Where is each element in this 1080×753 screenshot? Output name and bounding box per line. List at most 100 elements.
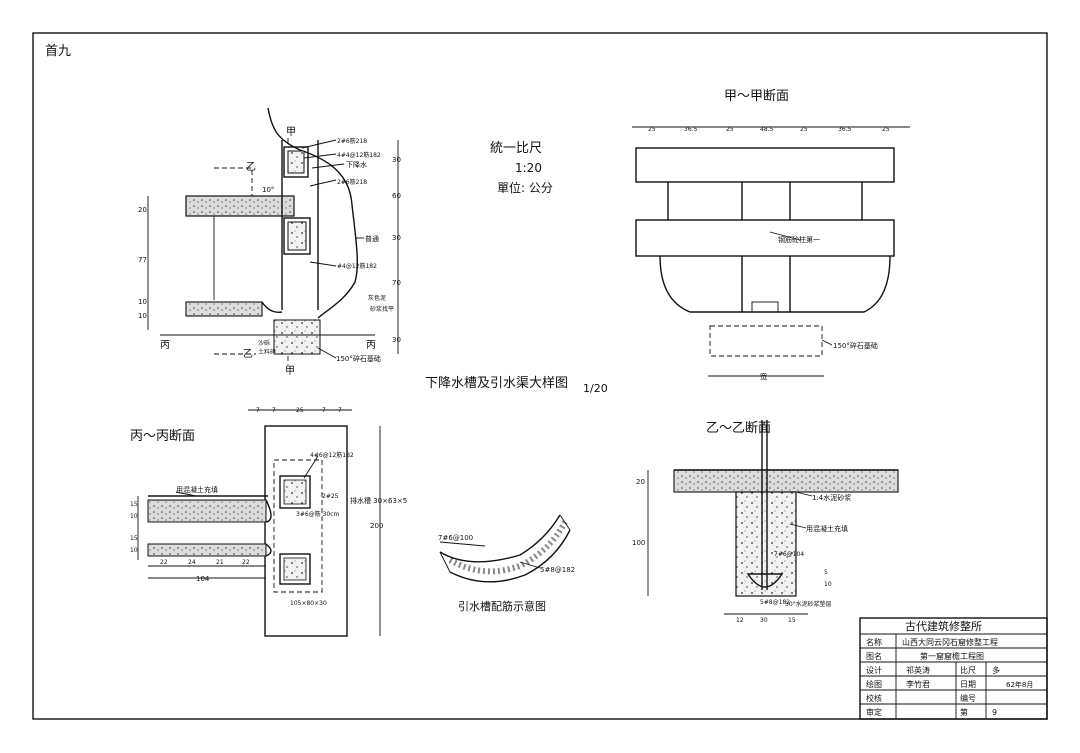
section-jia-title: 甲〜甲断面 bbox=[724, 89, 789, 104]
scale-line1: 統一比尺 bbox=[490, 141, 542, 156]
label-lime-left: 沙砾 bbox=[258, 339, 270, 347]
dim-left-0: 20 bbox=[138, 206, 147, 214]
bing-concrete: 用混凝土充填 bbox=[176, 485, 218, 494]
scale-line3: 單位: 公分 bbox=[497, 180, 553, 195]
bing-top-dim-4: 7 bbox=[338, 407, 342, 414]
bing-side-3: 10 bbox=[130, 547, 138, 554]
tb-v-0: 山西大同云冈石窟修整工程 bbox=[902, 637, 998, 647]
label-yi-bottom: 乙 bbox=[243, 348, 253, 360]
tb-k2-3: 日期 bbox=[960, 680, 976, 689]
label-rebar-mid: 4#4@12筋182 bbox=[337, 151, 381, 159]
jia-bottom-dim: 宽 bbox=[760, 372, 767, 381]
tb-k-5: 审定 bbox=[866, 707, 882, 717]
yi-mortar: 1:4水泥砂浆 bbox=[812, 493, 851, 502]
main-detail-title: 下降水槽及引水渠大样图 bbox=[425, 376, 568, 391]
label-rebar-side: 2#6筋218 bbox=[337, 178, 367, 186]
scale-note: 統一比尺 1:20 單位: 公分 bbox=[490, 141, 553, 195]
bing-side-0: 15 bbox=[130, 501, 138, 508]
jia-dim-5: 36.5 bbox=[838, 126, 852, 133]
jia-dim-4: 25 bbox=[800, 126, 808, 133]
bing-base: 105×80×30 bbox=[290, 600, 327, 607]
jia-dim-0: 25 bbox=[648, 126, 656, 133]
section-bing-title: 丙〜丙断面 bbox=[130, 429, 195, 444]
tb-k-1: 图名 bbox=[866, 651, 882, 661]
yi-dim-right-1: 10 bbox=[824, 581, 832, 588]
dim-right-2: 30 bbox=[392, 234, 401, 242]
yi-dim-left-1: 100 bbox=[632, 539, 645, 547]
label-mortar: 普通 bbox=[365, 234, 379, 243]
tb-v2-3: 62年8月 bbox=[1006, 680, 1033, 689]
main-detail: 甲 甲 乙 乙 丙 丙 10° 2#6筋218 4#4@12筋182 下降水 2… bbox=[138, 107, 401, 377]
tb-k2-2: 比尺 bbox=[960, 665, 976, 675]
sheet-border bbox=[32, 32, 1048, 720]
yi-rebar2: 5#8@182 bbox=[760, 599, 790, 606]
yi-dim-right-0: 5 bbox=[824, 569, 828, 576]
tb-v2-5: 9 bbox=[992, 708, 997, 717]
main-detail-scale: 1/20 bbox=[583, 382, 608, 395]
label-yi-top: 乙 bbox=[246, 161, 256, 173]
gutter-rebar-a: 7#6@100 bbox=[438, 534, 473, 542]
label-jia-top: 甲 bbox=[286, 127, 296, 138]
label-drain-pipe: 下降水 bbox=[346, 160, 367, 169]
dim-right-4: 30 bbox=[392, 336, 401, 344]
title-block-header: 古代建筑修整所 bbox=[905, 619, 982, 633]
dim-right-0: 30 bbox=[392, 156, 401, 164]
label-seal2: 砂浆找平 bbox=[370, 305, 394, 313]
yi-dim-bottom-1: 30 bbox=[760, 617, 768, 624]
section-yi: 乙〜乙断面 1:4水泥砂浆 用混凝土充填 7#6@104 5#8@182 30°… bbox=[632, 420, 899, 624]
bing-height: 200 bbox=[370, 522, 383, 530]
tb-k-2: 设计 bbox=[866, 665, 882, 675]
dim-right-1: 60 bbox=[392, 192, 401, 200]
section-bing: 丙〜丙断面 7 7 25 7 7 用混凝土充填 4#6@12筋182 2#25 … bbox=[130, 407, 407, 637]
yi-fill: 用混凝土充填 bbox=[806, 524, 848, 533]
jia-gravel: 150°碎石基础 bbox=[833, 341, 878, 350]
tb-k2-5: 第 bbox=[960, 707, 968, 717]
bing-post: 排水槽 30×63×5 bbox=[350, 496, 407, 505]
tb-v-1: 第一窟窟檐工程图 bbox=[920, 651, 984, 661]
bing-bottom-3: 22 bbox=[242, 559, 250, 566]
label-bing-right: 丙 bbox=[366, 340, 376, 351]
tb-k-4: 校核 bbox=[866, 693, 882, 703]
gutter-rebar-b: 5#8@182 bbox=[540, 566, 575, 574]
yi-rebar: 7#6@104 bbox=[774, 551, 804, 558]
bing-top-dim-1: 7 bbox=[272, 407, 276, 414]
yi-dim-bottom-0: 12 bbox=[736, 617, 744, 624]
bing-bottom-0: 22 bbox=[160, 559, 168, 566]
jia-dim-3: 48.5 bbox=[760, 126, 774, 133]
label-bing-left: 丙 bbox=[160, 340, 170, 351]
jia-dim-6: 25 bbox=[882, 126, 890, 133]
bing-total: 104 bbox=[196, 575, 210, 583]
tb-k-3: 绘图 bbox=[866, 679, 882, 689]
bing-bottom-1: 24 bbox=[188, 559, 196, 566]
tb-v-2: 祁英涛 bbox=[906, 665, 930, 675]
dim-left-2: 10 bbox=[138, 298, 147, 306]
label-seal: 灰色泥 bbox=[368, 294, 386, 302]
bing-top-dim-0: 7 bbox=[256, 407, 260, 414]
bing-top-dim-3: 7 bbox=[322, 407, 326, 414]
bing-top-dim-2: 25 bbox=[296, 407, 304, 414]
label-lime-left2: 土料碎 bbox=[258, 348, 276, 356]
tb-k-0: 名称 bbox=[866, 637, 882, 647]
section-yi-title: 乙〜乙断面 bbox=[706, 421, 771, 436]
tb-k2-4: 编号 bbox=[960, 693, 976, 703]
dim-left-1: 77 bbox=[138, 256, 147, 264]
label-angle: 10° bbox=[262, 186, 274, 194]
bing-rebar2: 2#25 bbox=[322, 493, 339, 500]
tb-v2-2: 多 bbox=[992, 665, 1000, 675]
dim-left-3: 10 bbox=[138, 312, 147, 320]
tb-v-3: 李竹君 bbox=[906, 679, 930, 689]
bing-bottom-2: 21 bbox=[216, 559, 224, 566]
bing-side-2: 15 bbox=[130, 535, 138, 542]
jia-note: 钢筋砼柱第一 bbox=[778, 235, 820, 244]
section-jia: 甲〜甲断面 25 36.5 25 48.5 25 36.5 25 钢筋砼柱第一 … bbox=[632, 89, 910, 381]
bing-side-1: 10 bbox=[130, 513, 138, 520]
label-gravel: 150°碎石基础 bbox=[336, 354, 381, 363]
gutter-caption: 引水槽配筋示意图 bbox=[458, 599, 546, 613]
label-jia-bottom: 甲 bbox=[285, 366, 295, 377]
yi-dim-bottom-2: 15 bbox=[788, 617, 796, 624]
scale-line2: 1:20 bbox=[515, 161, 542, 175]
jia-dim-2: 25 bbox=[726, 126, 734, 133]
section-gutter: 7#6@100 5#8@182 引水槽配筋示意图 bbox=[438, 514, 575, 613]
title-block: 古代建筑修整所 名称 山西大同云冈石窟修整工程 图名 第一窟窟檐工程图 设计 祁… bbox=[859, 617, 1048, 720]
